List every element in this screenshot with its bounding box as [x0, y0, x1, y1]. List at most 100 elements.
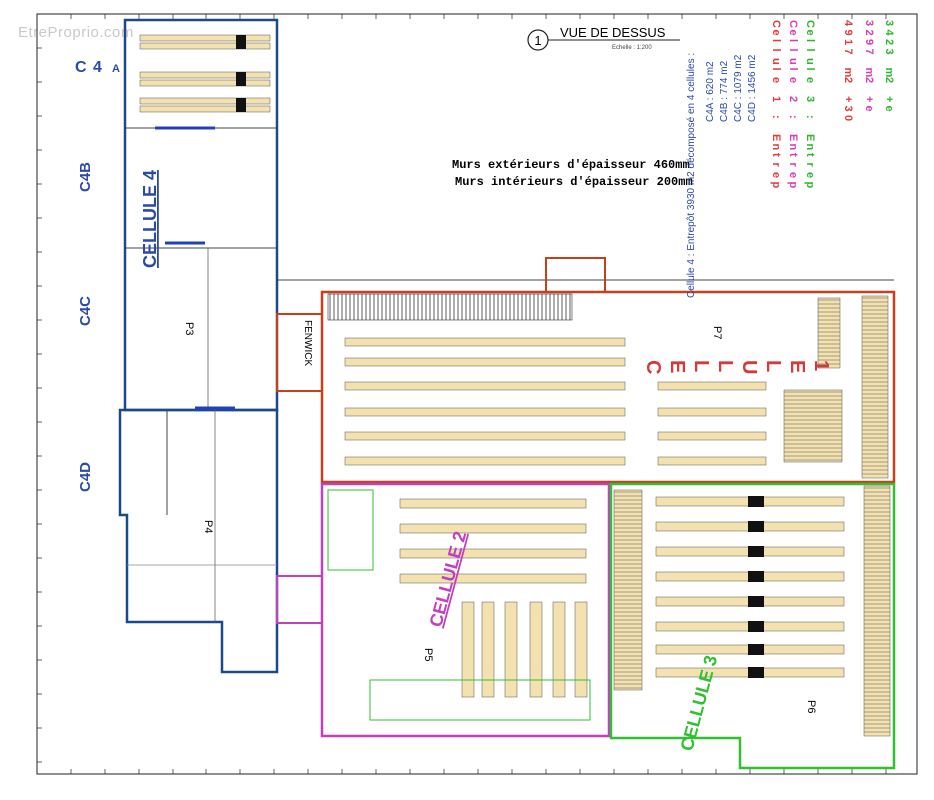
label-cellule-4-wrap: CELLULE 4	[140, 170, 160, 268]
rack-column	[481, 601, 495, 698]
side-column-letter: t	[804, 153, 816, 157]
rack-row	[399, 498, 587, 509]
cellule-1-letter: C	[642, 360, 664, 374]
room-p3: P3	[183, 322, 195, 335]
rack-block-striped	[783, 389, 843, 463]
legend-line-c4c-wrap: C4C : 1079 m2	[733, 54, 744, 122]
cellule-4d-outline	[118, 408, 279, 674]
rack-row	[139, 71, 271, 79]
rack-column	[613, 489, 643, 691]
rack-block	[748, 621, 764, 632]
view-number: 1	[534, 33, 541, 48]
side-column-letter: +	[842, 96, 854, 102]
rack-row	[344, 456, 626, 466]
side-column-letter: e	[770, 30, 782, 36]
side-column-letter: e	[787, 77, 799, 83]
cellule-1-letter: E	[786, 360, 808, 373]
side-column-letter: l	[804, 68, 816, 71]
side-column-letter: t	[787, 153, 799, 157]
rack-block	[748, 644, 764, 655]
rack-row	[657, 407, 767, 417]
side-column-letter: E	[787, 134, 799, 141]
note-interior-walls: Murs intérieurs d'épaisseur 200mm	[455, 175, 693, 189]
rack-row	[344, 357, 626, 367]
room-p5-wrap: P5	[422, 648, 434, 661]
side-column-letter: e	[804, 30, 816, 36]
rack-row	[399, 523, 587, 534]
side-column-letter: m	[842, 68, 854, 78]
side-column-letter: m	[883, 68, 895, 78]
rack-column	[552, 601, 566, 698]
rack-block	[748, 667, 764, 678]
rack-block	[748, 496, 764, 507]
label-fenwick-wrap: FENWICK	[302, 320, 313, 366]
cellule-3-racks	[613, 485, 891, 737]
side-column-letter: 2	[863, 77, 875, 83]
side-column-letter: 1	[770, 96, 782, 102]
label-c4b: C4B	[77, 162, 94, 192]
rack-row	[344, 407, 626, 417]
legend-line-c4a: C4A : 620 m2	[705, 61, 716, 122]
side-column-letter: e	[804, 172, 816, 178]
watermark-text: EtreProprio.com	[18, 24, 134, 41]
side-column-letter: e	[863, 106, 875, 112]
side-column-letter: +	[883, 96, 895, 102]
side-column-letter: p	[770, 182, 782, 189]
side-column-letter: r	[770, 163, 782, 168]
rack-row	[139, 42, 271, 50]
cellule-4-block	[118, 18, 279, 674]
view-title: VUE DE DESSUS	[560, 25, 666, 40]
rack-block	[748, 521, 764, 532]
side-column-letter: u	[804, 58, 816, 65]
room-p4-wrap: P4	[202, 520, 214, 533]
side-column-letter: 7	[842, 49, 854, 55]
side-column-letter: e	[804, 77, 816, 83]
label-c4d: C4D	[77, 462, 94, 492]
label-c4c: C4C	[77, 296, 94, 326]
room-p7-wrap: P7	[711, 326, 723, 339]
cellule-1-letter: E	[666, 360, 688, 373]
cellule-1-outline	[320, 290, 896, 484]
side-column-letter: 4	[883, 30, 895, 37]
c4a-racks	[139, 34, 271, 113]
side-column-letter: :	[787, 115, 799, 119]
rack-row	[139, 34, 271, 42]
cellule-1-racks	[327, 293, 889, 479]
inner-zone-outline	[327, 489, 374, 571]
side-column-letter: 0	[842, 115, 854, 121]
rack-block	[748, 596, 764, 607]
drawing-frame	[36, 13, 918, 775]
rack-row	[657, 381, 767, 391]
side-column-letter: 2	[883, 39, 895, 45]
side-column-letter: E	[770, 134, 782, 141]
legend-vertical: Cellule 4 : Entrepôt 3930 m2 décomposé e…	[686, 53, 697, 298]
room-p4: P4	[202, 520, 214, 533]
side-column-letter: u	[787, 58, 799, 65]
side-column-letter: E	[804, 134, 816, 141]
rack-column	[504, 601, 518, 698]
legend-line-c4c: C4C : 1079 m2	[733, 54, 744, 122]
cellule-1-letter: L	[690, 360, 712, 372]
rack-row	[399, 548, 587, 559]
side-column-letter: 2	[787, 96, 799, 102]
rack-block	[748, 571, 764, 582]
rack-row	[139, 79, 271, 87]
side-column-letter: m	[863, 68, 875, 78]
note-exterior-walls: Murs extérieurs d'épaisseur 460mm	[452, 158, 690, 172]
side-column-letter: 2	[883, 77, 895, 83]
rack-row	[344, 431, 626, 441]
side-column-letter: t	[770, 153, 782, 157]
room-p3-wrap: P3	[183, 322, 195, 335]
side-column-letter: 1	[842, 39, 854, 45]
rack-row	[344, 337, 626, 347]
rack-row	[657, 431, 767, 441]
side-column-letter: n	[770, 144, 782, 151]
side-column-letter: l	[770, 39, 782, 42]
label-c4d-wrap: C4D	[77, 462, 94, 492]
side-column-letter: r	[787, 163, 799, 168]
rack-row	[139, 97, 271, 105]
side-column-letter: l	[804, 49, 816, 52]
cellule-2-racks	[327, 489, 591, 721]
label-c4-letter: C	[75, 59, 87, 76]
inner-zone-outline	[369, 679, 591, 721]
